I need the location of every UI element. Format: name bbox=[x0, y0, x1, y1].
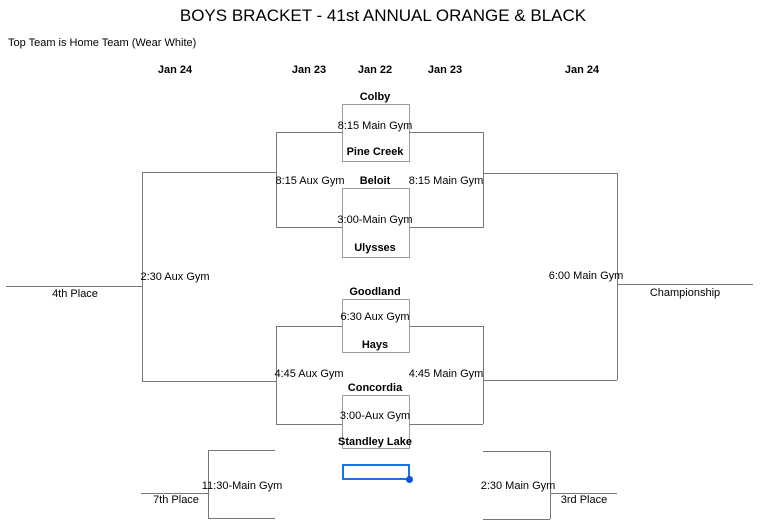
date-header: Jan 22 bbox=[357, 64, 393, 76]
date-header: Jan 24 bbox=[157, 64, 193, 76]
bracket-line bbox=[276, 227, 342, 228]
bracket-line bbox=[483, 380, 617, 381]
bracket-line bbox=[208, 450, 275, 451]
bracket-line bbox=[409, 424, 483, 425]
selected-cell[interactable] bbox=[342, 464, 410, 480]
bracket-line bbox=[276, 132, 342, 133]
bracket-line bbox=[142, 172, 143, 381]
team-name: Colby bbox=[359, 91, 391, 103]
third-place-label: 3rd Place bbox=[560, 494, 608, 506]
fourth-place-slot-line bbox=[6, 286, 142, 287]
game-box-qf1 bbox=[342, 104, 410, 162]
third-place-slot-line bbox=[550, 493, 617, 494]
bracket-line bbox=[142, 381, 276, 382]
bracket-line bbox=[276, 424, 342, 425]
game-time: 6:30 Aux Gym bbox=[340, 311, 410, 323]
page-title: BOYS BRACKET - 41st ANNUAL ORANGE & BLAC… bbox=[179, 6, 587, 25]
selection-fill-handle[interactable] bbox=[406, 476, 413, 483]
game-time: 4:45 Main Gym bbox=[408, 368, 484, 380]
game-time: 11:30-Main Gym bbox=[201, 480, 283, 492]
bracket-line bbox=[409, 326, 483, 327]
team-name: Hays bbox=[361, 339, 389, 351]
seventh-place-slot-line bbox=[141, 493, 208, 494]
game-box-qf2 bbox=[342, 188, 410, 258]
bracket-line bbox=[617, 173, 618, 380]
date-header: Jan 24 bbox=[564, 64, 600, 76]
game-time: 4:45 Aux Gym bbox=[274, 368, 344, 380]
team-name: Concordia bbox=[347, 382, 403, 394]
bracket-line bbox=[550, 451, 551, 519]
game-time: 8:15 Aux Gym bbox=[275, 175, 345, 187]
championship-slot-line bbox=[617, 284, 753, 285]
team-name: Goodland bbox=[349, 286, 401, 298]
game-time: 8:15 Main Gym bbox=[408, 175, 484, 187]
bracket-line bbox=[208, 518, 275, 519]
game-time: 8:15 Main Gym bbox=[337, 120, 413, 132]
game-time: 2:30 Aux Gym bbox=[140, 271, 210, 283]
bracket-line bbox=[483, 451, 550, 452]
date-header: Jan 23 bbox=[427, 64, 463, 76]
team-name: Beloit bbox=[359, 175, 391, 187]
bracket-line bbox=[483, 326, 484, 424]
game-time: 6:00 Main Gym bbox=[548, 270, 624, 282]
championship-label: Championship bbox=[649, 287, 721, 299]
game-time: 3:00-Aux Gym bbox=[339, 410, 411, 422]
bracket-line bbox=[483, 132, 484, 228]
bracket-line bbox=[208, 450, 209, 518]
fourth-place-label: 4th Place bbox=[52, 288, 98, 300]
bracket-line bbox=[276, 132, 277, 228]
seventh-place-label: 7th Place bbox=[153, 494, 199, 506]
team-name: Ulysses bbox=[354, 242, 396, 254]
bracket-line bbox=[409, 132, 483, 133]
bracket-line bbox=[483, 173, 617, 174]
bracket-line bbox=[483, 519, 550, 520]
bracket-line bbox=[409, 227, 483, 228]
game-box-qf4 bbox=[342, 395, 410, 449]
game-box-qf3 bbox=[342, 299, 410, 353]
home-team-note: Top Team is Home Team (Wear White) bbox=[8, 37, 197, 49]
game-time: 3:00-Main Gym bbox=[337, 214, 413, 226]
team-name: Pine Creek bbox=[346, 146, 404, 158]
date-header: Jan 23 bbox=[291, 64, 327, 76]
bracket-line bbox=[276, 326, 342, 327]
bracket-line bbox=[276, 326, 277, 424]
game-time: 2:30 Main Gym bbox=[480, 480, 556, 492]
bracket-line bbox=[142, 172, 276, 173]
team-name: Standley Lake bbox=[338, 436, 412, 448]
